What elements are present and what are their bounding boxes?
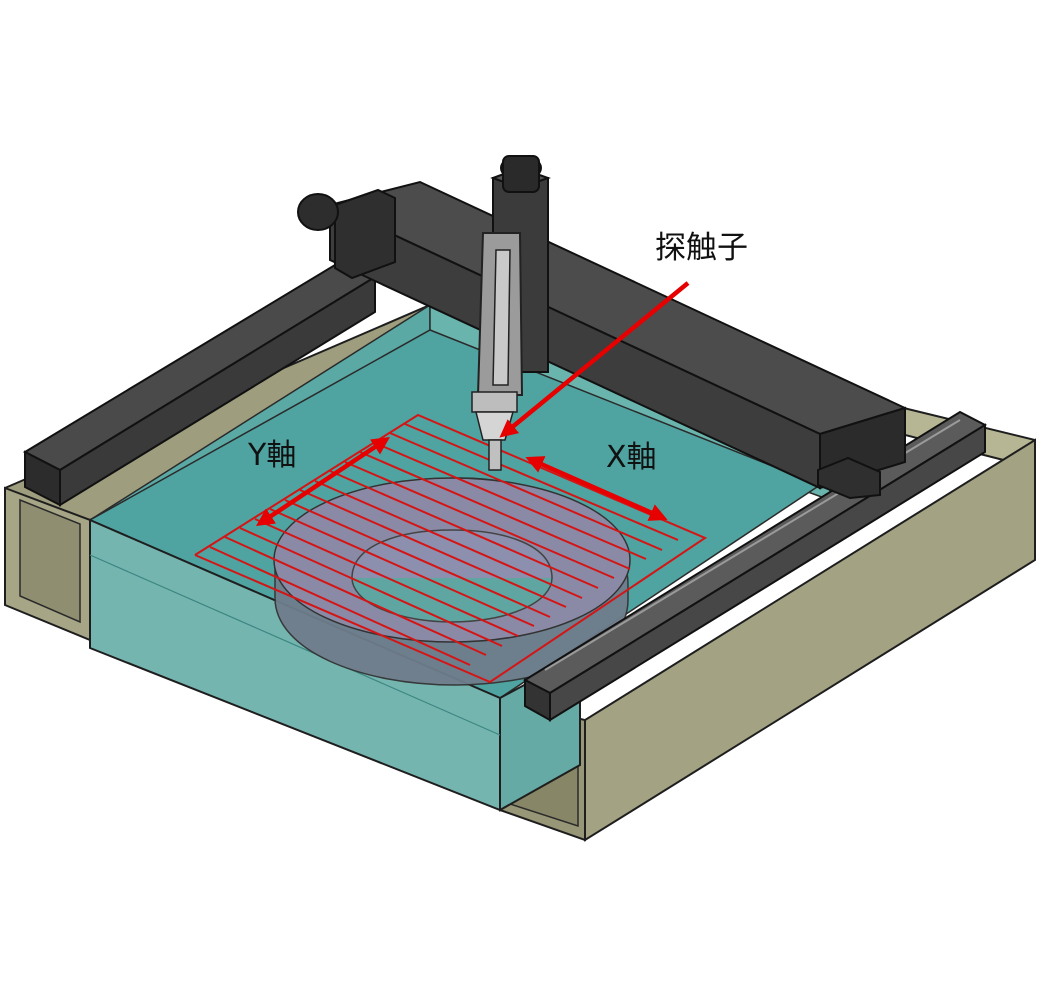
scan-path — [209, 415, 695, 666]
y-axis-double-arrow — [256, 437, 390, 526]
gantry — [22, 155, 988, 722]
x-axis-double-arrow — [525, 456, 668, 521]
y-axis-label: Y軸 — [248, 438, 297, 473]
probe-pointer-arrow — [499, 281, 690, 438]
x-axis-label: X軸 — [606, 440, 657, 475]
probe-label: 探触子 — [655, 230, 748, 266]
